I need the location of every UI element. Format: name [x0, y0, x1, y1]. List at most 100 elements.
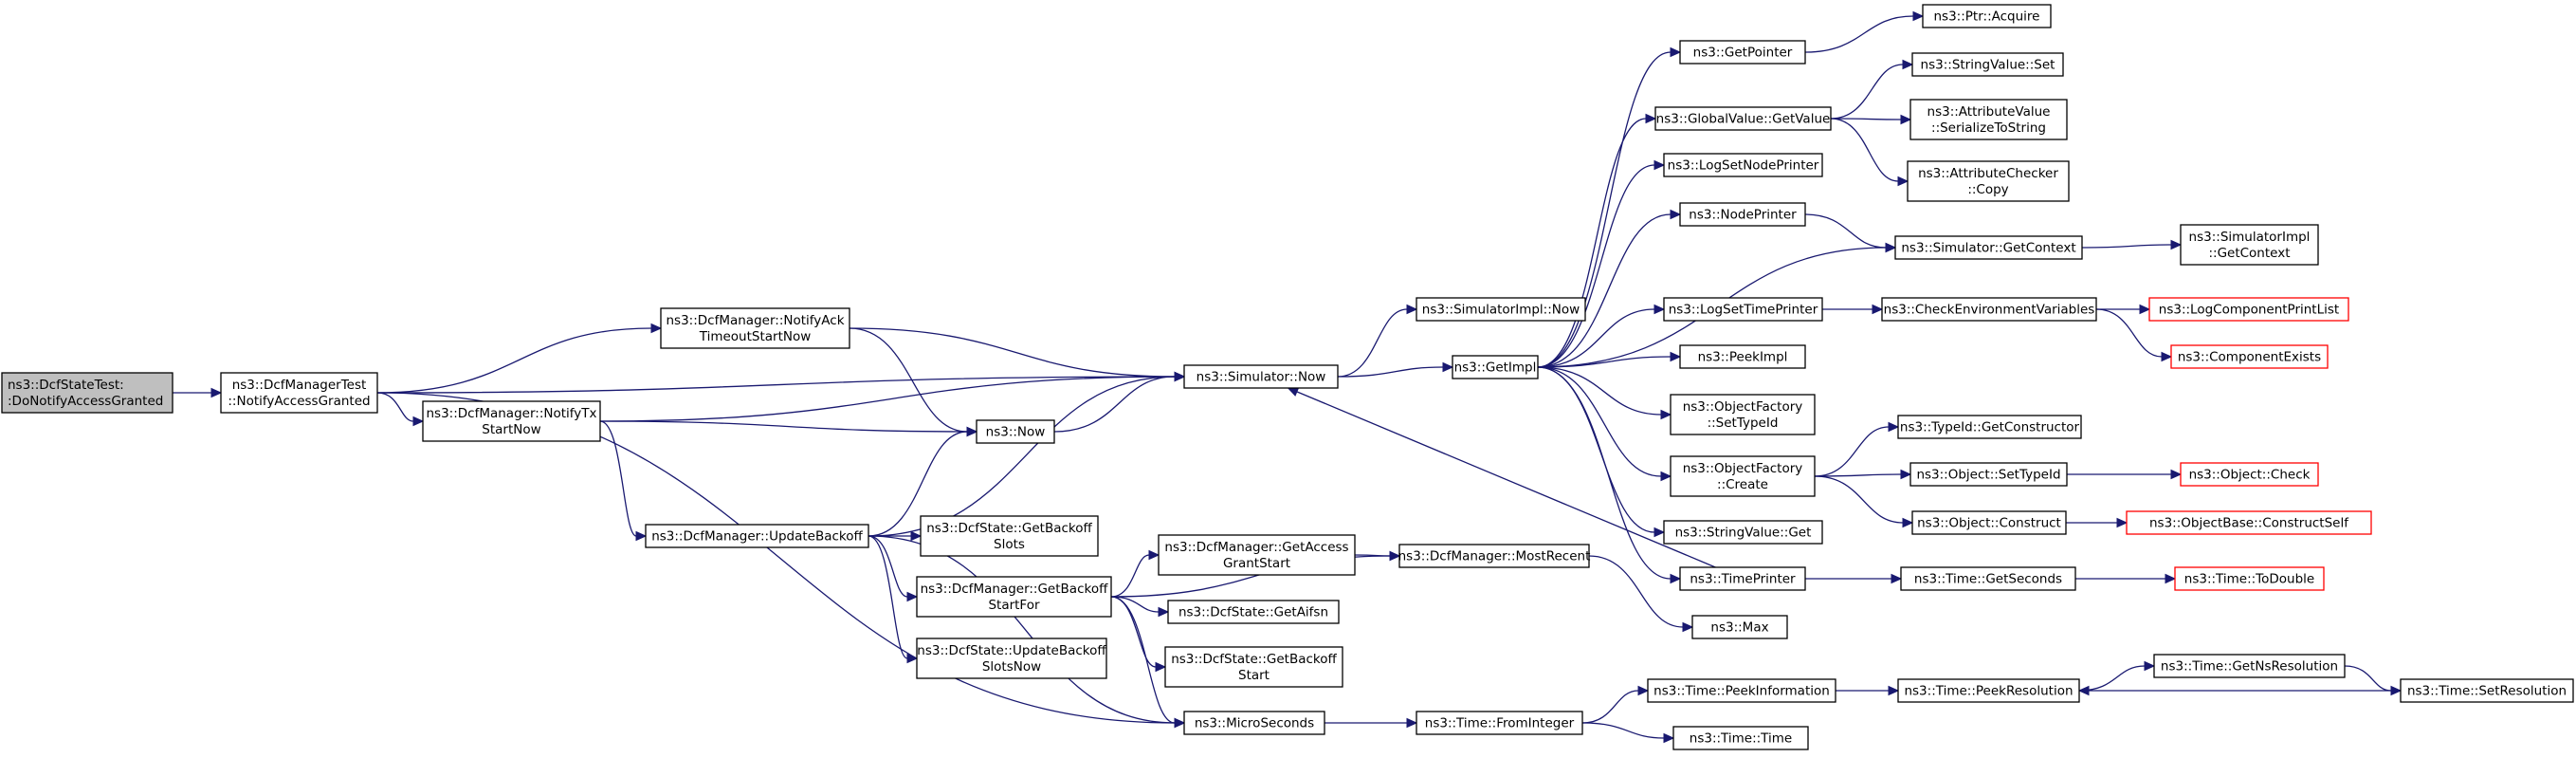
node-logSetNodePrinter[interactable]: ns3::LogSetNodePrinter — [1663, 153, 1823, 177]
node-box-setResolution[interactable] — [2400, 678, 2574, 703]
node-ofCreate[interactable]: ns3::ObjectFactory::Create — [1670, 455, 1816, 497]
node-globalGetValue[interactable]: ns3::GlobalValue::GetValue — [1654, 106, 1832, 131]
node-box-attrSerialize[interactable] — [1909, 99, 2068, 140]
node-attrSerialize[interactable]: ns3::AttributeValue::SerializeToString — [1909, 99, 2068, 140]
node-fromInteger[interactable]: ns3::Time::FromInteger — [1416, 711, 1583, 735]
node-box-typeIdGetCtor[interactable] — [1897, 415, 2082, 439]
node-box-updBackoff[interactable] — [645, 524, 869, 548]
node-box-logSetNodePrinter[interactable] — [1663, 153, 1823, 177]
node-getPointer[interactable]: ns3::GetPointer — [1679, 40, 1806, 65]
node-box-globalGetValue[interactable] — [1654, 106, 1832, 131]
node-box-peekImpl[interactable] — [1679, 344, 1806, 369]
node-box-componentExists[interactable] — [2170, 344, 2329, 369]
node-timeToDouble[interactable]: ns3::Time::ToDouble — [2174, 566, 2325, 591]
node-getAifsn[interactable]: ns3::DcfState::GetAifsn — [1167, 600, 1340, 624]
node-peekInformation[interactable]: ns3::Time::PeekInformation — [1647, 678, 1836, 703]
node-box-ackTimeout[interactable] — [660, 307, 850, 349]
node-box-stringValueSet[interactable] — [1911, 52, 2064, 77]
node-box-checkEnv[interactable] — [1881, 297, 2097, 322]
node-box-objBaseConstructSelf[interactable] — [2126, 510, 2372, 535]
node-setResolution[interactable]: ns3::Time::SetResolution — [2400, 678, 2574, 703]
node-mgrtest[interactable]: ns3::DcfManagerTest::NotifyAccessGranted — [220, 372, 378, 414]
node-box-getAifsn[interactable] — [1167, 600, 1340, 624]
node-box-objCheck[interactable] — [2180, 462, 2319, 487]
node-logSetTimePrinter[interactable]: ns3::LogSetTimePrinter — [1663, 297, 1823, 322]
node-box-logSetTimePrinter[interactable] — [1663, 297, 1823, 322]
node-box-getBackoffStartFor[interactable] — [916, 576, 1112, 618]
node-updBackoff[interactable]: ns3::DcfManager::UpdateBackoff — [645, 524, 869, 548]
node-box-getNsResolution[interactable] — [2153, 654, 2346, 678]
node-simImplNow[interactable]: ns3::SimulatorImpl::Now — [1416, 297, 1586, 322]
node-box-microSec[interactable] — [1183, 711, 1325, 735]
node-box-getAccessGrant[interactable] — [1158, 534, 1356, 576]
node-simGetContext[interactable]: ns3::Simulator::GetContext — [1894, 235, 2083, 260]
node-box-root[interactable] — [1, 372, 174, 414]
node-box-simNow[interactable] — [1183, 364, 1339, 389]
node-simImplGetContext[interactable]: ns3::SimulatorImpl::GetContext — [2180, 224, 2319, 266]
node-typeIdGetCtor[interactable]: ns3::TypeId::GetConstructor — [1897, 415, 2082, 439]
node-getNsResolution[interactable]: ns3::Time::GetNsResolution — [2153, 654, 2346, 678]
node-box-timeTime[interactable] — [1672, 726, 1809, 750]
node-box-ofSetTypeId[interactable] — [1670, 394, 1816, 435]
node-root[interactable]: ns3::DcfStateTest::DoNotifyAccessGranted — [1, 372, 174, 414]
node-box-now[interactable] — [976, 419, 1055, 444]
node-box-ofCreate[interactable] — [1670, 455, 1816, 497]
node-max[interactable]: ns3::Max — [1691, 615, 1788, 639]
node-box-mgrtest[interactable] — [220, 372, 378, 414]
node-box-ptrAcquire[interactable] — [1922, 4, 2052, 28]
node-logCompPrintList[interactable]: ns3::LogComponentPrintList — [2148, 297, 2349, 322]
node-box-getImpl[interactable] — [1452, 355, 1539, 379]
node-ptrAcquire[interactable]: ns3::Ptr::Acquire — [1922, 4, 2052, 28]
node-box-peekInformation[interactable] — [1647, 678, 1836, 703]
node-timeTime[interactable]: ns3::Time::Time — [1672, 726, 1809, 750]
node-box-logCompPrintList[interactable] — [2148, 297, 2349, 322]
node-now[interactable]: ns3::Now — [976, 419, 1055, 444]
node-getImpl[interactable]: ns3::GetImpl — [1452, 355, 1539, 379]
node-box-nodePrinter[interactable] — [1679, 202, 1806, 227]
node-componentExists[interactable]: ns3::ComponentExists — [2170, 344, 2329, 369]
node-peekResolution[interactable]: ns3::Time::PeekResolution — [1897, 678, 2080, 703]
node-box-timeToDouble[interactable] — [2174, 566, 2325, 591]
node-stringValueGet[interactable]: ns3::StringValue::Get — [1663, 520, 1823, 545]
node-timeGetSeconds[interactable]: ns3::Time::GetSeconds — [1900, 566, 2076, 591]
node-box-simGetContext[interactable] — [1894, 235, 2083, 260]
node-attrCheckerCopy[interactable]: ns3::AttributeChecker::Copy — [1907, 160, 2070, 202]
node-ackTimeout[interactable]: ns3::DcfManager::NotifyAckTimeoutStartNo… — [660, 307, 850, 349]
node-nodePrinter[interactable]: ns3::NodePrinter — [1679, 202, 1806, 227]
node-mostRecent[interactable]: ns3::DcfManager::MostRecent — [1398, 544, 1591, 568]
node-box-max[interactable] — [1691, 615, 1788, 639]
node-box-fromInteger[interactable] — [1416, 711, 1583, 735]
node-stringValueSet[interactable]: ns3::StringValue::Set — [1911, 52, 2064, 77]
node-box-stringValueGet[interactable] — [1663, 520, 1823, 545]
node-box-peekResolution[interactable] — [1897, 678, 2080, 703]
node-box-getPointer[interactable] — [1679, 40, 1806, 65]
node-box-getBackoffStart[interactable] — [1164, 646, 1343, 688]
node-ofSetTypeId[interactable]: ns3::ObjectFactory::SetTypeId — [1670, 394, 1816, 435]
node-box-notifyTx[interactable] — [422, 400, 601, 442]
node-box-updBackoffSlotsNow[interactable] — [916, 638, 1107, 679]
node-box-simImplGetContext[interactable] — [2180, 224, 2319, 266]
node-simNow[interactable]: ns3::Simulator::Now — [1183, 364, 1339, 389]
node-checkEnv[interactable]: ns3::CheckEnvironmentVariables — [1881, 297, 2097, 322]
node-objBaseConstructSelf[interactable]: ns3::ObjectBase::ConstructSelf — [2126, 510, 2372, 535]
node-peekImpl[interactable]: ns3::PeekImpl — [1679, 344, 1806, 369]
node-box-objConstruct[interactable] — [1911, 510, 2067, 535]
node-objConstruct[interactable]: ns3::Object::Construct — [1911, 510, 2067, 535]
node-timePrinter[interactable]: ns3::TimePrinter — [1679, 566, 1806, 591]
node-objSetTypeId[interactable]: ns3::Object::SetTypeId — [1909, 462, 2068, 487]
node-box-simImplNow[interactable] — [1416, 297, 1586, 322]
node-objCheck[interactable]: ns3::Object::Check — [2180, 462, 2319, 487]
node-box-objSetTypeId[interactable] — [1909, 462, 2068, 487]
node-microSec[interactable]: ns3::MicroSeconds — [1183, 711, 1325, 735]
node-box-timePrinter[interactable] — [1679, 566, 1806, 591]
node-box-timeGetSeconds[interactable] — [1900, 566, 2076, 591]
node-box-attrCheckerCopy[interactable] — [1907, 160, 2070, 202]
node-box-getBackoffSlots[interactable] — [920, 515, 1099, 557]
node-box-mostRecent[interactable] — [1398, 544, 1590, 568]
